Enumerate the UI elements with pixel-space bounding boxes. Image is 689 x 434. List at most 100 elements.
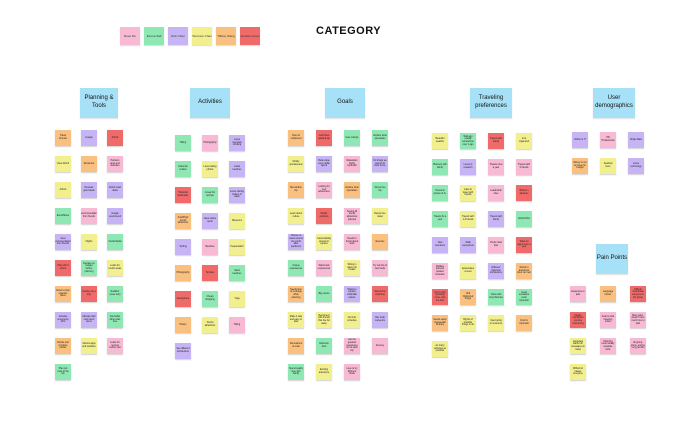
sticky-note[interactable]: Uses recommendations from friends <box>55 234 71 250</box>
sticky-note[interactable]: Airbnb cash deals <box>107 182 123 198</box>
sticky-note[interactable]: Plan with 3 others <box>55 260 71 276</box>
legend-swatch[interactable]: Rob Chan <box>168 27 188 45</box>
sticky-note[interactable]: Hiking <box>229 317 245 333</box>
sticky-note[interactable]: Dislikes planned packed schedule <box>432 263 448 279</box>
sticky-note[interactable]: Explore local specialties <box>344 182 360 198</box>
group-header[interactable]: Activities <box>190 88 230 118</box>
sticky-note[interactable]: Airbnb <box>107 130 123 146</box>
sticky-note[interactable]: Plan out most of the trip <box>55 364 71 380</box>
sticky-note[interactable]: Reviews good deals <box>81 182 97 198</box>
legend-swatch[interactable]: Emma Sall <box>144 27 164 45</box>
sticky-note[interactable]: Good recreation costs important <box>516 289 532 305</box>
sticky-note[interactable]: Looking for new adventures <box>316 182 332 198</box>
sticky-note[interactable]: Books in advance <box>516 185 532 201</box>
sticky-note[interactable]: Unique experiences <box>288 260 304 276</box>
sticky-note[interactable]: Amazon (to a trip) <box>81 286 97 302</box>
sticky-note[interactable]: Travel Friends <box>55 130 71 146</box>
sticky-note[interactable]: Scenery <box>372 338 388 354</box>
sticky-note[interactable]: Redditor (uses sub) <box>107 286 123 302</box>
sticky-note[interactable]: Partners apps and websites <box>107 156 123 172</box>
sticky-note[interactable]: Temples <box>202 265 218 281</box>
sticky-note[interactable]: Difficult Coordinate everyone in the gro… <box>630 286 646 302</box>
sticky-note[interactable]: Mostly spontaneous <box>288 156 304 172</box>
sticky-note[interactable]: Big events <box>316 286 332 302</box>
sticky-note[interactable]: Love to try different foods <box>344 364 360 380</box>
sticky-note[interactable]: Needs to forget about work <box>344 234 360 250</box>
sticky-note[interactable]: Loves hot springs <box>202 187 218 203</box>
sticky-note[interactable]: History <box>175 317 191 333</box>
sticky-note[interactable]: Loves technology <box>628 158 644 174</box>
sticky-note[interactable]: Try out lots of new foods <box>372 260 388 276</box>
sticky-note[interactable]: No strict schedule <box>344 312 360 328</box>
sticky-note[interactable]: New scenarios <box>432 237 448 253</box>
sticky-note[interactable]: Uses Airbnb <box>55 156 71 172</box>
sticky-note[interactable]: Looks beaches <box>229 161 245 177</box>
sticky-note[interactable]: Likes nature spots <box>202 213 218 229</box>
sticky-note[interactable]: Do things we cannot do back home <box>372 156 388 172</box>
sticky-note[interactable]: Authentic cuisine <box>175 161 191 177</box>
group-header[interactable]: Pain Points <box>596 244 628 274</box>
sticky-note[interactable]: Good walking around to explore <box>316 234 332 250</box>
sticky-note[interactable]: Atmosphere <box>175 291 191 307</box>
sticky-note[interactable]: Spend quality time with family <box>288 364 304 380</box>
legend-swatch[interactable]: Terrence Chan <box>192 27 212 45</box>
sticky-note[interactable]: Language barrier on messages on travel <box>570 338 586 354</box>
sticky-note[interactable]: Used going to museums <box>488 315 504 331</box>
sticky-note[interactable]: Delicious food <box>316 338 332 354</box>
sticky-note[interactable]: Google <box>81 130 97 146</box>
sticky-note[interactable]: Works in IT <box>572 132 588 148</box>
sticky-note[interactable]: Wait ago usually somewhere over 1 ago <box>460 133 476 149</box>
sticky-note[interactable]: Hiking <box>175 135 191 151</box>
legend-swatch[interactable]: Rose Du <box>120 27 140 45</box>
sticky-note[interactable]: Food/High tourist attractions <box>175 213 191 229</box>
sticky-note[interactable]: Travels in groups of 4+ <box>432 185 448 201</box>
sticky-note[interactable]: Sand beaches <box>229 265 245 281</box>
sticky-note[interactable]: Historical landmarks <box>175 187 191 203</box>
sticky-note[interactable]: Rental car <box>81 156 97 172</box>
sticky-note[interactable]: Works in downtown often can rest <box>516 263 532 279</box>
sticky-note[interactable]: Loves taking photos <box>202 161 218 177</box>
sticky-note[interactable]: Beaches <box>202 239 218 255</box>
legend-swatch[interactable]: Andrew Jones <box>240 27 260 45</box>
sticky-note[interactable]: Find what other sites love <box>107 312 123 328</box>
sticky-note[interactable]: Recommendations from friends <box>81 208 97 224</box>
sticky-note[interactable]: Travels 3x a year <box>432 211 448 227</box>
sticky-note[interactable]: Google recommend <box>107 208 123 224</box>
sticky-note[interactable]: Make it safe and easy to plan <box>288 312 304 328</box>
sticky-note[interactable]: As many activities as possible <box>432 341 448 357</box>
sticky-note[interactable]: Is to organized <box>516 133 532 149</box>
sticky-note[interactable]: Want local experiences <box>316 260 332 276</box>
sticky-note[interactable]: Expensive to plan <box>570 286 586 302</box>
sticky-note[interactable]: HR Professional <box>600 132 616 148</box>
sticky-note[interactable]: Explore local specialties <box>372 130 388 146</box>
sticky-note[interactable]: Photography <box>175 265 191 281</box>
sticky-note[interactable]: Spend time exploring <box>372 286 388 302</box>
sticky-note[interactable]: Travels with 1-3 friends <box>460 211 476 227</box>
sticky-note[interactable]: Allocate high cost travel items <box>81 312 97 328</box>
sticky-note[interactable]: Surfing <box>175 239 191 255</box>
sticky-note[interactable]: Loves to research <box>460 159 476 175</box>
sticky-note[interactable]: Rarely free travel <box>372 208 388 224</box>
sticky-note[interactable]: Loves mountain climbing <box>229 135 245 151</box>
group-header[interactable]: User demographics <box>593 88 635 118</box>
sticky-note[interactable]: Social Media <box>107 234 123 250</box>
sticky-note[interactable]: Tourist attractions <box>202 317 218 333</box>
sticky-note[interactable]: Exercise <box>372 234 388 250</box>
sticky-note[interactable]: Decides on budget before planning <box>81 260 97 276</box>
sticky-note[interactable]: Likes to travel with friends <box>460 185 476 201</box>
sticky-note[interactable]: Busy team, doesn't have much time to pla… <box>630 312 646 328</box>
sticky-note[interactable]: Beautiful weather <box>432 133 448 149</box>
sticky-note[interactable]: Maybe overwhelm too time consuming <box>570 312 586 328</box>
sticky-note[interactable]: Gets outings <box>344 130 360 146</box>
sticky-note[interactable]: Food is important <box>516 315 532 331</box>
sticky-note[interactable]: Photography <box>202 135 218 151</box>
sticky-note[interactable]: Decide and compare places <box>55 338 71 354</box>
sticky-note[interactable]: Appreciates a reset <box>460 263 476 279</box>
sticky-note[interactable]: Somewhere to relax <box>288 338 304 354</box>
sticky-note[interactable]: Stress free trip <box>372 182 388 198</box>
sticky-note[interactable]: Different historical architecture <box>488 263 504 279</box>
sticky-note[interactable]: Money is not an issue for budget <box>572 158 588 174</box>
sticky-note[interactable]: Memorable trip <box>288 182 304 198</box>
sticky-note[interactable]: Learn about culture <box>288 208 304 224</box>
sticky-note[interactable]: Sitting in nature for breaks <box>344 260 360 276</box>
